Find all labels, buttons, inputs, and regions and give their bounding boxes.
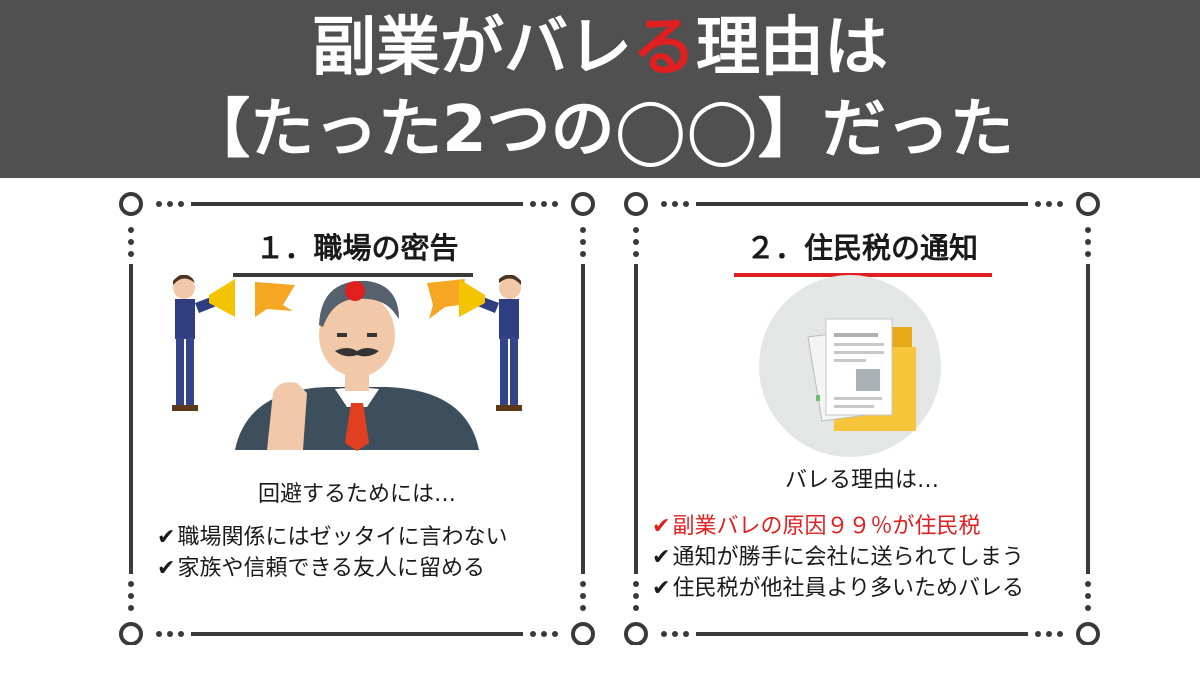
- title-line-2: 【たった2つの◯◯】だった: [186, 93, 1014, 167]
- heading-underline: [734, 273, 992, 277]
- panel-subtext: バレる理由は…: [784, 468, 939, 493]
- panel-heading: １．職場の密告: [255, 231, 459, 265]
- checklist: ✔副業バレの原因９９％が住民税 ✔通知が勝手に会社に送られてしまう ✔住民税が他…: [652, 511, 1024, 604]
- title-line-1: 副業がバレる理由は: [0, 12, 1200, 84]
- checklist-item: ✔家族や信頼できる友人に留める: [157, 553, 507, 584]
- checkmark-icon: ✔: [157, 525, 176, 550]
- coworker-right-icon: [459, 275, 522, 411]
- coworker-left-icon: [172, 275, 235, 411]
- title-accent-char: る: [632, 11, 696, 85]
- checkmark-icon: ✔: [652, 576, 671, 601]
- document-icon: [807, 318, 893, 422]
- angry-boss-icon: [235, 280, 479, 451]
- checkmark-icon: ✔: [157, 556, 176, 581]
- checklist-item: ✔通知が勝手に会社に送られてしまう: [652, 542, 1024, 573]
- checklist: ✔職場関係にはゼッタイに言わない ✔家族や信頼できる友人に留める: [157, 522, 507, 584]
- checklist-item-highlight: ✔副業バレの原因９９％が住民税: [652, 511, 1024, 542]
- heading-underline: [233, 273, 473, 277]
- checkmark-icon: ✔: [652, 545, 671, 570]
- panel-heading: ２．住民税の通知: [745, 231, 978, 265]
- checklist-item: ✔住民税が他社員より多いためバレる: [652, 573, 1024, 604]
- panel-workplace-tipoff: １．職場の密告: [107, 180, 607, 645]
- checklist-item-text: 家族や信頼できる友人に留める: [177, 556, 485, 581]
- title-text-end: 理由は: [696, 11, 888, 85]
- panel-subtext: 回避するためには…: [257, 482, 456, 507]
- dotted-frame: [119, 192, 595, 645]
- documents-illustration: [759, 275, 941, 457]
- title-text-start: 副業がバレ: [312, 11, 632, 85]
- checkmark-icon: ✔: [652, 514, 671, 539]
- angry-boss-illustration: [172, 275, 522, 451]
- speech-bubble-icon: [427, 279, 465, 319]
- checklist-item-text: 住民税が他社員より多いためバレる: [672, 576, 1024, 601]
- checklist-item-text: 通知が勝手に会社に送られてしまう: [672, 545, 1024, 570]
- checklist-item-text: 副業バレの原因９９％が住民税: [672, 514, 981, 539]
- checklist-item: ✔職場関係にはゼッタイに言わない: [157, 522, 507, 553]
- dotted-frame: [624, 192, 1100, 645]
- checklist-item-text: 職場関係にはゼッタイに言わない: [177, 525, 508, 550]
- panel-resident-tax-notice: ２．住民税の通知 バレる理由は… ✔副業バレの原因９９％が住民税 ✔通知が勝手に…: [612, 180, 1112, 645]
- speech-bubble-icon: [255, 282, 295, 317]
- title-banner: 副業がバレる理由は 【たった2つの◯◯】だった: [0, 0, 1200, 178]
